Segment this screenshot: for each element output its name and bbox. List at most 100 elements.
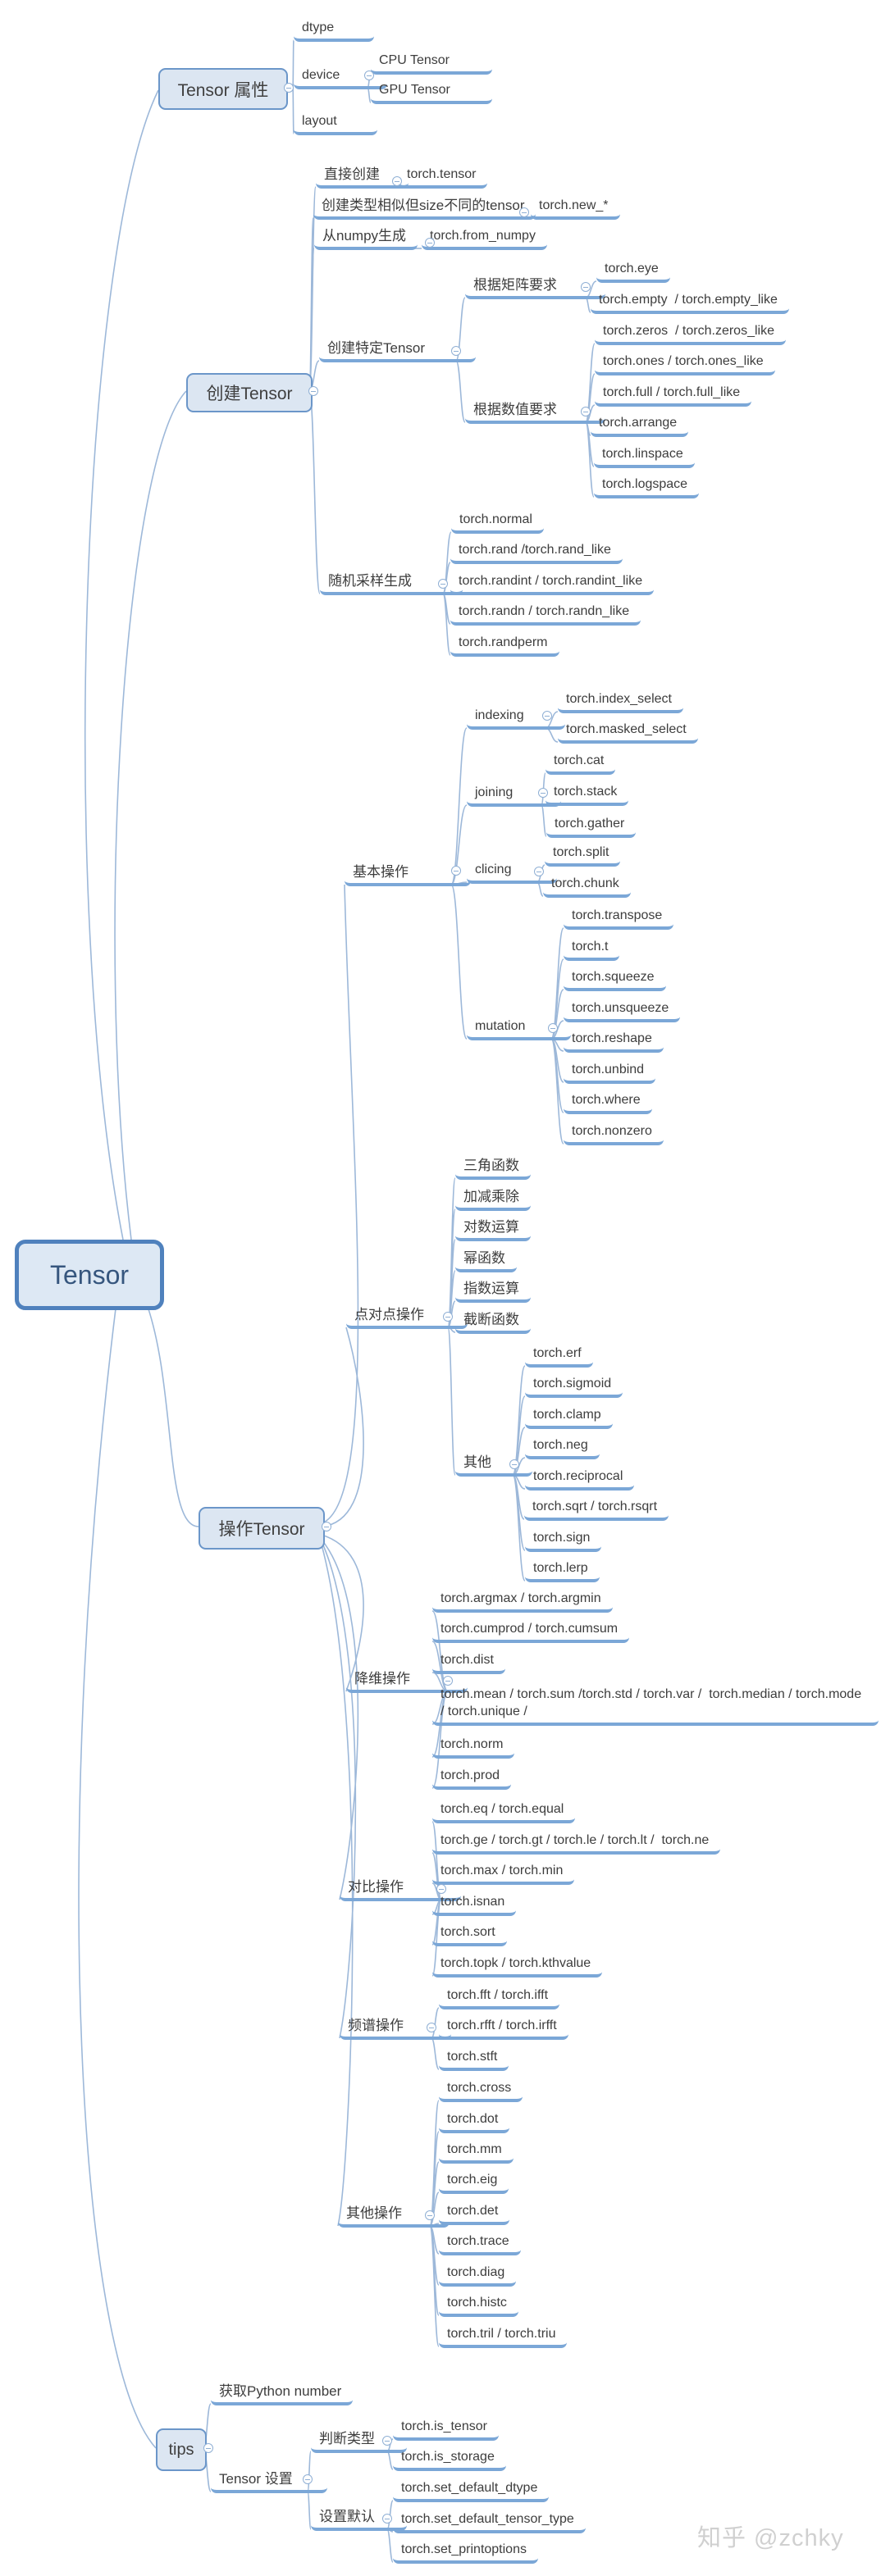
map-node[interactable]: Tensor 设置 xyxy=(211,2470,327,2493)
collapse-toggle[interactable] xyxy=(519,207,529,217)
collapse-toggle[interactable] xyxy=(382,2514,392,2524)
map-node[interactable]: 直接创建 xyxy=(316,166,409,189)
map-node[interactable]: torch.prod xyxy=(432,1767,512,1790)
map-node[interactable]: torch.unbind xyxy=(564,1061,656,1084)
map-node[interactable]: 获取Python number xyxy=(211,2383,354,2405)
map-node[interactable]: 其他操作 xyxy=(338,2205,450,2228)
map-node[interactable]: torch.where xyxy=(564,1091,652,1114)
map-node[interactable]: 创建类型相似但size不同的tensor xyxy=(313,197,536,220)
map-node[interactable]: torch.set_default_tensor_type xyxy=(393,2510,586,2533)
map-node[interactable]: indexing xyxy=(467,707,565,730)
map-node[interactable]: torch.eig xyxy=(439,2171,509,2194)
collapse-toggle[interactable] xyxy=(581,407,591,416)
map-node[interactable]: torch.ge / torch.gt / torch.le / torch.l… xyxy=(432,1832,721,1855)
branch-create-tensor[interactable]: 创建Tensor xyxy=(186,373,313,412)
map-node[interactable]: 对比操作 xyxy=(340,1878,461,1901)
map-node[interactable]: 截断函数 xyxy=(455,1311,531,1334)
map-node[interactable]: torch.dist xyxy=(432,1651,505,1674)
map-node[interactable]: torch.from_numpy xyxy=(422,227,547,250)
map-node[interactable]: mutation xyxy=(467,1017,571,1040)
map-node[interactable]: torch.cat xyxy=(545,752,616,775)
map-node[interactable]: 判断类型 xyxy=(311,2430,407,2453)
collapse-toggle[interactable] xyxy=(308,386,318,396)
map-node[interactable]: dtype xyxy=(294,19,374,42)
collapse-toggle[interactable] xyxy=(443,1312,453,1322)
map-node[interactable]: torch.eye xyxy=(596,260,670,283)
collapse-toggle[interactable] xyxy=(443,1676,453,1686)
map-node[interactable]: torch.cumprod / torch.cumsum xyxy=(432,1620,630,1643)
map-node[interactable]: 基本操作 xyxy=(345,863,471,886)
map-node[interactable]: torch.rand /torch.rand_like xyxy=(450,541,623,564)
map-node[interactable]: GPU Tensor xyxy=(371,81,492,104)
branch-tips[interactable]: tips xyxy=(156,2428,207,2471)
map-node[interactable]: torch.dot xyxy=(439,2110,510,2133)
map-node[interactable]: 幂函数 xyxy=(455,1249,517,1272)
collapse-toggle[interactable] xyxy=(382,2436,392,2446)
map-node[interactable]: torch.randint / torch.randint_like xyxy=(450,572,655,595)
map-node[interactable]: torch.full / torch.full_like xyxy=(595,384,752,407)
map-node[interactable]: torch.sqrt / torch.rsqrt xyxy=(524,1498,669,1521)
map-node[interactable]: 创建特定Tensor xyxy=(319,339,476,362)
collapse-toggle[interactable] xyxy=(364,71,374,80)
map-node[interactable]: 根据矩阵要求 xyxy=(465,276,605,299)
map-node[interactable]: torch.randn / torch.randn_like xyxy=(450,603,641,626)
map-node[interactable]: 从numpy生成 xyxy=(314,227,418,250)
map-node[interactable]: 其他 xyxy=(455,1454,532,1477)
map-node[interactable]: torch.is_tensor xyxy=(393,2418,499,2441)
collapse-toggle[interactable] xyxy=(509,1459,519,1469)
map-node[interactable]: torch.logspace xyxy=(594,476,700,498)
collapse-toggle[interactable] xyxy=(427,2023,436,2032)
collapse-toggle[interactable] xyxy=(392,176,402,186)
collapse-toggle[interactable] xyxy=(534,867,544,876)
map-node[interactable]: torch.isnan xyxy=(432,1893,517,1916)
map-node[interactable]: 根据数值要求 xyxy=(465,401,605,424)
map-node[interactable]: torch.randperm xyxy=(450,634,559,657)
map-node[interactable]: device xyxy=(294,66,387,89)
map-node[interactable]: torch.zeros / torch.zeros_like xyxy=(595,322,786,345)
map-node[interactable]: torch.fft / torch.ifft xyxy=(439,1987,560,2009)
map-node[interactable]: torch.mean / torch.sum /torch.std / torc… xyxy=(432,1686,879,1726)
map-node[interactable]: torch.split xyxy=(545,844,621,867)
map-node[interactable]: torch.masked_select xyxy=(558,721,698,744)
map-node[interactable]: torch.linspace xyxy=(594,445,695,468)
collapse-toggle[interactable] xyxy=(548,1023,558,1033)
map-node[interactable]: torch.reciprocal xyxy=(525,1468,635,1491)
map-node[interactable]: CPU Tensor xyxy=(371,52,492,75)
map-node[interactable]: torch.tril / torch.triu xyxy=(439,2325,568,2348)
map-node[interactable]: torch.transpose xyxy=(564,907,674,930)
map-node[interactable]: torch.normal xyxy=(451,511,544,534)
collapse-toggle[interactable] xyxy=(425,238,435,248)
map-node[interactable]: torch.clamp xyxy=(525,1406,613,1429)
map-node[interactable]: torch.diag xyxy=(439,2264,517,2287)
map-node[interactable]: torch.tensor xyxy=(399,166,488,189)
map-node[interactable]: torch.histc xyxy=(439,2294,518,2317)
collapse-toggle[interactable] xyxy=(581,282,591,292)
collapse-toggle[interactable] xyxy=(203,2443,213,2453)
branch-operate-tensor[interactable]: 操作Tensor xyxy=(199,1507,325,1550)
map-node[interactable]: torch.sort xyxy=(432,1923,507,1946)
map-node[interactable]: layout xyxy=(294,112,377,135)
map-node[interactable]: torch.arrange xyxy=(591,414,689,437)
collapse-toggle[interactable] xyxy=(438,579,448,589)
map-node[interactable]: torch.sign xyxy=(525,1529,602,1552)
map-node[interactable]: torch.chunk xyxy=(543,875,631,898)
map-node[interactable]: 设置默认 xyxy=(311,2508,407,2531)
map-node[interactable]: torch.stack xyxy=(545,783,629,806)
collapse-toggle[interactable] xyxy=(538,788,548,798)
collapse-toggle[interactable] xyxy=(322,1522,331,1531)
collapse-toggle[interactable] xyxy=(436,1884,446,1894)
map-node[interactable]: torch.ones / torch.ones_like xyxy=(595,353,775,375)
branch-tensor-attrs[interactable]: Tensor 属性 xyxy=(158,68,288,110)
root-node[interactable]: Tensor xyxy=(15,1240,164,1310)
map-node[interactable]: joining xyxy=(467,784,561,807)
collapse-toggle[interactable] xyxy=(451,346,461,356)
map-node[interactable]: 降维操作 xyxy=(346,1670,468,1693)
map-node[interactable]: torch.norm xyxy=(432,1736,515,1759)
map-node[interactable]: torch.index_select xyxy=(558,690,683,713)
map-node[interactable]: torch.erf xyxy=(525,1345,593,1368)
collapse-toggle[interactable] xyxy=(284,83,294,93)
map-node[interactable]: torch.topk / torch.kthvalue xyxy=(432,1955,603,1978)
map-node[interactable]: torch.set_default_dtype xyxy=(393,2479,550,2502)
map-node[interactable]: torch.t xyxy=(564,938,620,961)
map-node[interactable]: torch.trace xyxy=(439,2232,521,2255)
